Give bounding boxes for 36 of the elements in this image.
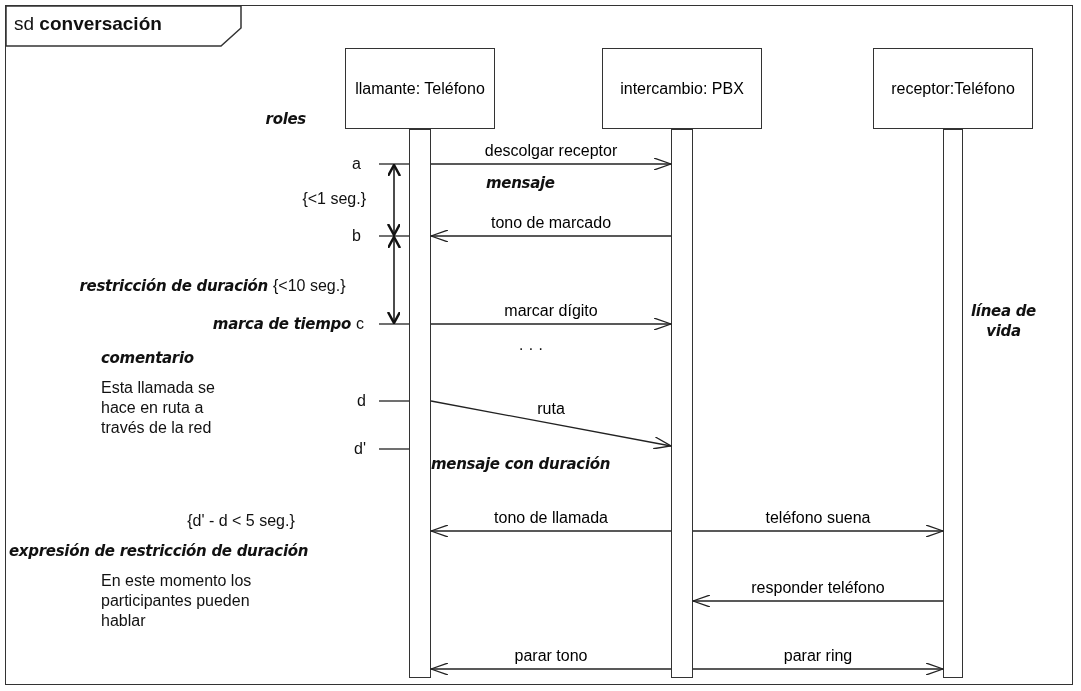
activation-bar [671,129,693,678]
message-arrow [692,594,944,608]
time-mark-label: a [351,154,361,174]
message-arrow [692,662,944,676]
annotation-label: expresión de restricción de duración [9,541,310,561]
comment-text: En este momento los participantes pueden hablar [101,571,253,631]
duration-constraint: {<1 seg.} [301,189,366,209]
message-arrow [430,524,672,538]
message-arrow [430,662,672,676]
message-arrow [430,317,672,331]
time-mark-label: c [356,314,365,334]
lifeline-head: intercambio: PBX [602,48,762,129]
activation-bar [943,129,963,678]
annotation-label: comentario [101,348,195,368]
message-arrow [430,157,672,171]
message-arrow [430,400,672,450]
lifeline-head: llamante: Teléfono [345,48,495,129]
annotation-label: línea de vida [970,301,1037,341]
duration-constraint: {d' - d < 5 seg.} [186,511,296,531]
time-mark-label: d [356,391,366,411]
lifeline-head: receptor:Teléfono [873,48,1033,129]
annotation-label: roles [264,109,306,129]
annotation-label: mensaje con duración [431,454,612,474]
time-mark-label: d' [353,439,366,459]
duration-constraint: {<10 seg.} [273,276,347,296]
activation-bar [409,129,431,678]
annotation-label: restricción de duración [78,276,268,296]
message-arrow [430,229,672,243]
comment-text: Esta llamada se hace en ruta a través de la red [101,378,216,438]
annotation-label: marca de tiempo [211,314,351,334]
message-arrow [692,524,944,538]
annotation-label: mensaje [486,173,556,193]
frame-name: sd conversación [14,14,162,34]
time-mark-label: b [351,226,361,246]
ellipsis: · · · [517,339,545,359]
frame [5,5,1073,685]
